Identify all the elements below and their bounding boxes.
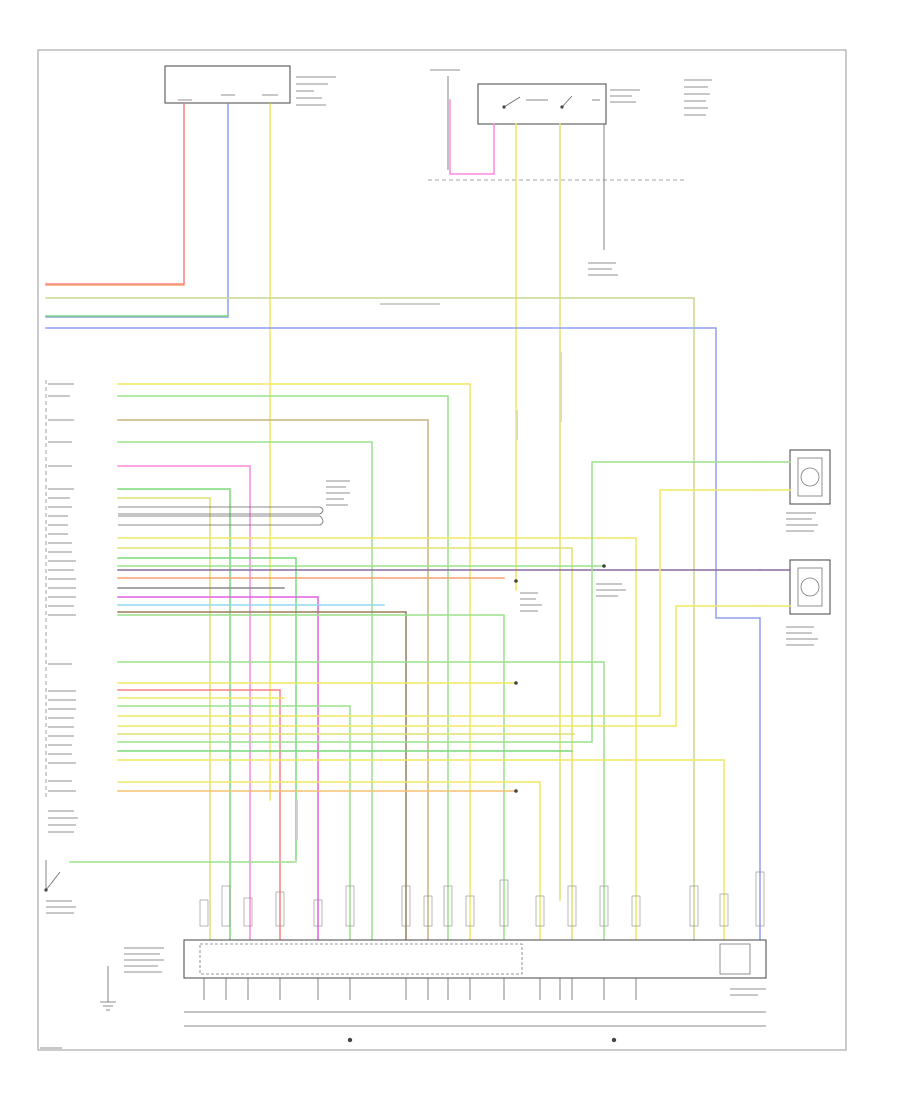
sensor-coil-icon <box>800 467 820 487</box>
connector-pin-icon <box>199 871 765 927</box>
input-speed-sensor <box>786 559 831 646</box>
transmission-solenoid-assembly <box>124 939 767 1043</box>
diagram-border <box>37 49 847 1051</box>
switch-contact-icon <box>502 105 506 109</box>
top-left-module <box>164 65 336 106</box>
pcm-connector-labels <box>45 380 78 833</box>
top-switch-assembly <box>428 69 712 181</box>
output-speed-sensor <box>786 449 831 532</box>
solenoid-coil-icon <box>347 1037 353 1043</box>
splice-dot-icon <box>514 579 518 583</box>
ground-symbol-icon <box>100 1001 116 1011</box>
lower-left-switch <box>44 860 297 1011</box>
